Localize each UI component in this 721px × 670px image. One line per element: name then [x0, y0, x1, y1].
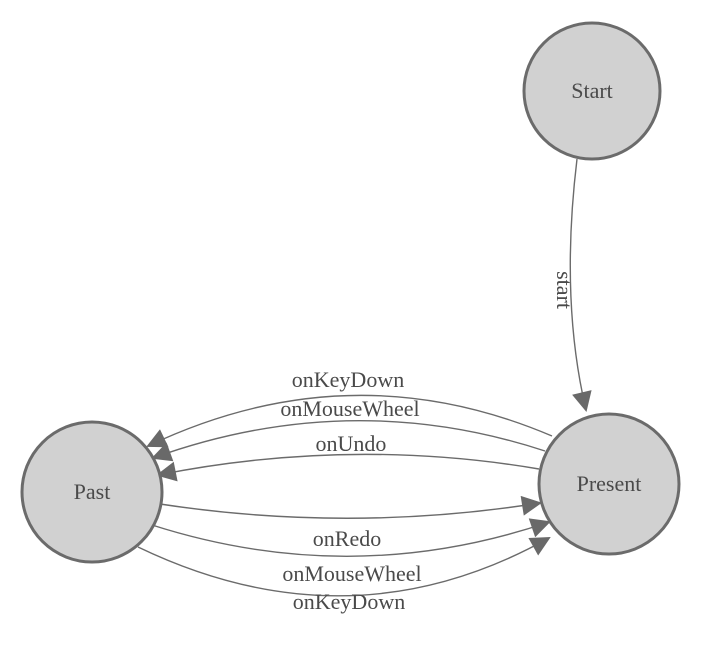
- edge-line-present-to-past-keydown: [146, 394, 553, 448]
- edge-line-past-to-present-mousewheel: [151, 518, 551, 557]
- node-past: Past: [20, 420, 164, 564]
- edge-label-onredo: onRedo: [313, 526, 381, 551]
- node-past-label: Past: [74, 479, 111, 504]
- edge-line-past-to-present-redo: [159, 495, 542, 519]
- edge-present-to-past-keydown: onKeyDown: [146, 367, 553, 448]
- nodes-layer: Start Present Past: [20, 21, 681, 564]
- edge-label-onmousewheel-top: onMouseWheel: [280, 396, 419, 421]
- edge-line-present-to-past-undo: [156, 453, 540, 482]
- node-past-circle: [20, 420, 164, 564]
- edge-label-onundo: onUndo: [316, 431, 387, 456]
- edge-past-to-present-keydown: onKeyDown: [137, 537, 551, 614]
- edge-line-present-to-past-mousewheel: [151, 419, 546, 462]
- edge-present-to-past-undo: onUndo: [156, 431, 540, 482]
- node-present-circle: [537, 412, 681, 556]
- node-start-label: Start: [571, 78, 613, 103]
- edge-label-start: start: [552, 271, 577, 309]
- edge-line-start-to-present: [569, 158, 592, 412]
- edge-start-to-present: start: [552, 158, 592, 412]
- edge-present-to-past-mousewheel: onMouseWheel: [151, 396, 546, 462]
- node-present-label: Present: [577, 471, 642, 496]
- edges-layer: start onKeyDown onMouseWheel onUndo onRe…: [137, 158, 592, 614]
- edge-label-onkeydown-top: onKeyDown: [292, 367, 404, 392]
- edge-line-past-to-present-keydown: [137, 537, 551, 597]
- edge-past-to-present-mousewheel: onMouseWheel: [151, 518, 551, 586]
- edge-label-onmousewheel-bottom: onMouseWheel: [282, 561, 421, 586]
- edge-past-to-present-redo: onRedo: [159, 495, 542, 551]
- edge-label-onkeydown-bottom: onKeyDown: [293, 589, 405, 614]
- node-present: Present: [537, 412, 681, 556]
- node-start: Start: [522, 21, 662, 161]
- node-start-circle: [522, 21, 662, 161]
